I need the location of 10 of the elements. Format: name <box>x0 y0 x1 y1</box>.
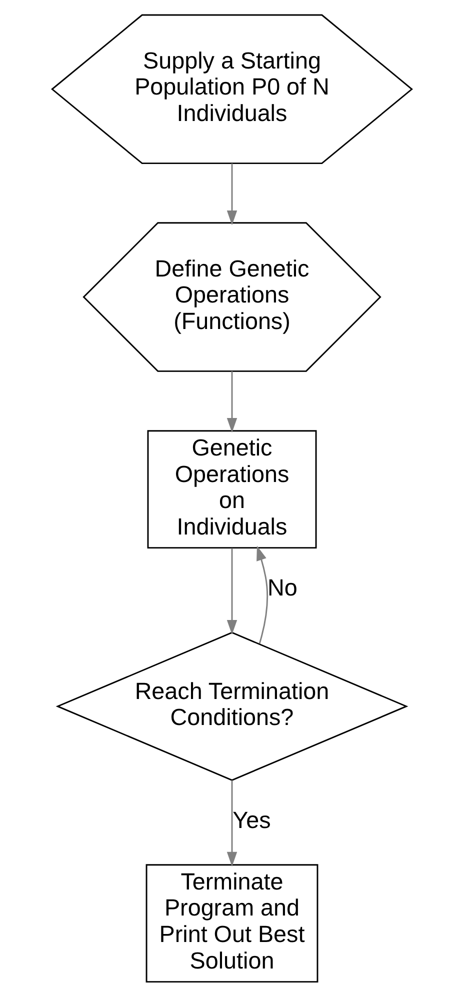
node-box: Genetic Operations on Individuals <box>147 430 317 548</box>
arrow <box>226 548 238 634</box>
node-box: Terminate Program and Print Out Best Solution <box>146 864 318 982</box>
arrow <box>226 370 238 432</box>
edge-label: Yes <box>232 806 271 833</box>
arrow <box>256 545 268 644</box>
node-diamond: Reach Termination Conditions? <box>56 631 408 780</box>
arrow <box>226 780 238 866</box>
arrow <box>226 162 238 225</box>
edge-label: No <box>267 574 298 600</box>
